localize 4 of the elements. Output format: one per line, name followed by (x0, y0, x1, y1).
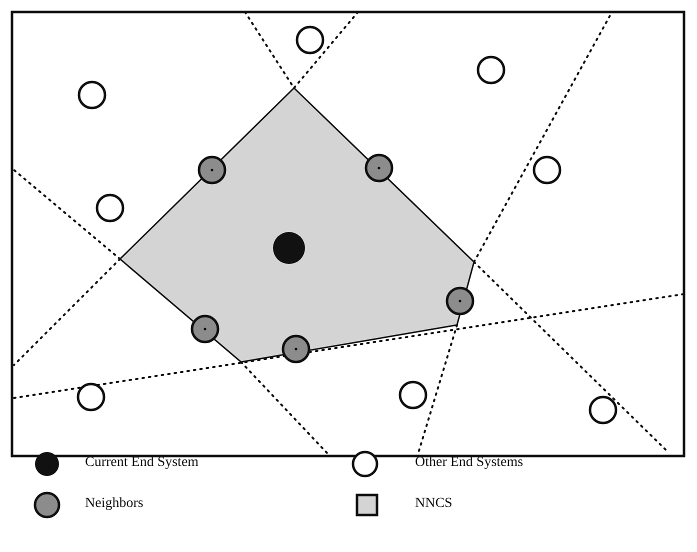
legend-label: Current End System (85, 455, 199, 471)
legend-label: NNCS (415, 496, 452, 512)
legend-label: Neighbors (85, 496, 144, 512)
legend-label: Other End Systems (415, 455, 524, 471)
